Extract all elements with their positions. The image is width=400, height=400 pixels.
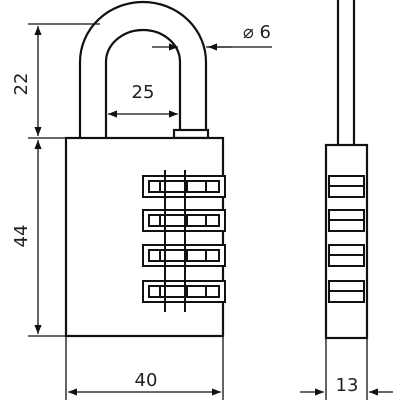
lock-body [64,136,225,338]
combination-wheels [142,170,226,312]
dim-44-label: 44 [11,225,32,248]
dim-40-label: 40 [135,370,158,391]
dim-25-label: 25 [132,82,155,103]
front-view [64,0,226,338]
shackle [78,0,208,138]
side-view [324,0,369,340]
dim-6-label: ⌀ 6 [243,22,271,43]
side-wheels [328,175,365,303]
side-body [324,143,369,340]
dim-22-label: 22 [11,73,32,96]
shackle-collar [172,128,210,140]
dim-13-label: 13 [336,375,359,396]
dimension-lines [28,23,393,400]
